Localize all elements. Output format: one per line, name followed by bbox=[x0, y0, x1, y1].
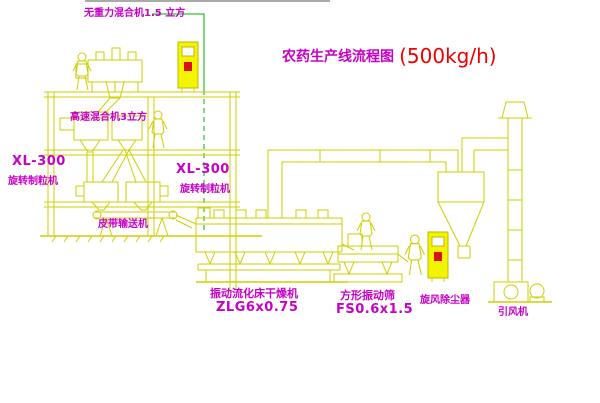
label-sieve-name: 方形振动筛 bbox=[340, 289, 395, 302]
granulator-left bbox=[75, 181, 119, 211]
gravity-mixer bbox=[75, 47, 143, 113]
diagram-title-capacity: (500kg/h) bbox=[399, 44, 497, 68]
cyclone-dust-collector bbox=[437, 137, 508, 259]
control-panel-upper bbox=[177, 41, 199, 92]
diagram-title: 农药生产线流程图 (500kg/h) bbox=[282, 44, 497, 68]
belt-conveyor bbox=[92, 210, 197, 237]
worker-figure-right bbox=[404, 234, 426, 276]
label-granulator-center-name: 旋转制粒机 bbox=[180, 184, 230, 195]
label-dryer-name: 振动流化床干燥机 bbox=[210, 287, 298, 300]
label-high-speed-mixer: 高速混合机3立方 bbox=[70, 112, 147, 123]
worker-figure-dryer bbox=[356, 212, 376, 251]
label-fan: 引风机 bbox=[498, 307, 528, 318]
label-belt-conveyor: 皮带输送机 bbox=[98, 219, 148, 230]
control-panel-lower bbox=[427, 231, 449, 282]
label-cyclone: 旋风除尘器 bbox=[420, 295, 470, 306]
diagram-title-text: 农药生产线流程图 bbox=[282, 49, 394, 65]
label-granulator-left-name: 旋转制粒机 bbox=[8, 176, 58, 187]
label-gravity-mixer: 无重力混合机1.5 立方 bbox=[84, 8, 186, 19]
label-dryer-model: ZLG6x0.75 bbox=[216, 300, 299, 315]
vibrating-sieve bbox=[333, 233, 409, 283]
granulator-right bbox=[125, 181, 169, 211]
feeder-with-y-chute bbox=[101, 115, 147, 183]
high-speed-mixer bbox=[59, 111, 109, 182]
label-sieve-model: FS0.6x1.5 bbox=[336, 302, 414, 317]
label-granulator-left-model: XL-300 bbox=[12, 154, 66, 169]
stack-and-fan bbox=[488, 101, 552, 303]
exhaust-duct bbox=[267, 149, 459, 218]
worker-figure-floor2 bbox=[148, 110, 168, 149]
fluid-bed-dryer bbox=[195, 207, 355, 283]
label-granulator-center-model: XL-300 bbox=[176, 162, 230, 177]
